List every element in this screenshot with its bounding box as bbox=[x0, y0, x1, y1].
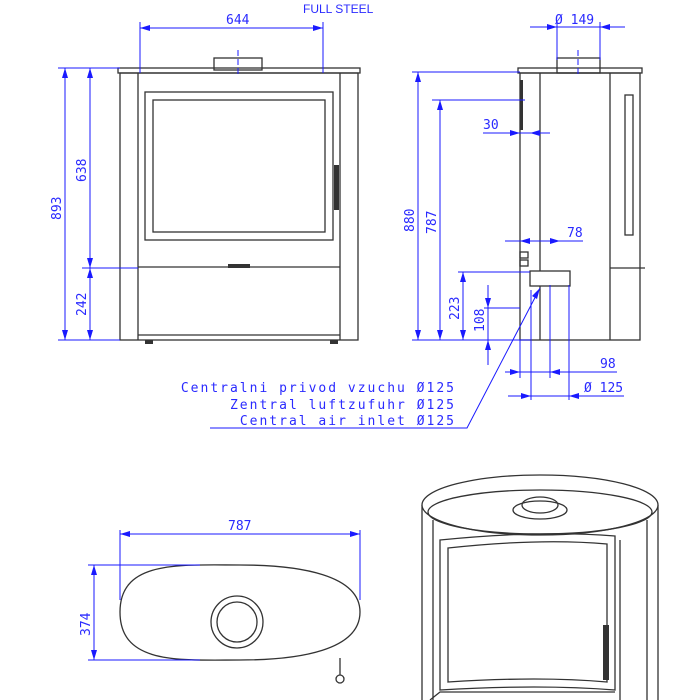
dim-height-lower: 242 bbox=[75, 293, 90, 316]
air-inlet-label-de: Zentral luftzufuhr Ø125 bbox=[230, 398, 456, 413]
dim-flue-axis-height: 787 bbox=[425, 211, 440, 234]
dim-inlet-axis-height: 108 bbox=[473, 309, 488, 332]
dim-height-total: 880 bbox=[403, 209, 418, 232]
dim-inlet-offset: 78 bbox=[567, 226, 583, 241]
front-view bbox=[117, 50, 361, 344]
drawing-title: FULL STEEL bbox=[303, 2, 374, 16]
front-dimensions: 644 893 638 242 bbox=[50, 13, 324, 341]
air-inlet-label-en: Central air inlet Ø125 bbox=[240, 414, 456, 429]
air-inlet-note: Centralni privod vzuchu Ø125 Zentral luf… bbox=[181, 381, 456, 429]
side-dimensions: Ø 149 880 787 30 78 223 108 98 Ø 125 bbox=[210, 13, 625, 429]
side-view bbox=[517, 50, 645, 341]
top-view: 787 374 bbox=[79, 519, 361, 684]
perspective-view bbox=[421, 474, 659, 700]
air-inlet-label-cz: Centralni privod vzuchu Ø125 bbox=[181, 381, 456, 396]
dim-flue-offset: 30 bbox=[483, 118, 499, 133]
dim-top-width: 787 bbox=[228, 519, 251, 534]
dim-height-total: 893 bbox=[50, 197, 65, 220]
dim-inlet-height: 223 bbox=[448, 297, 463, 320]
dim-width: 644 bbox=[226, 13, 250, 28]
dim-top-depth: 374 bbox=[79, 612, 94, 636]
dim-inlet-diameter: Ø 125 bbox=[584, 381, 623, 396]
dim-flue-diameter: Ø 149 bbox=[555, 13, 594, 28]
dim-height-upper: 638 bbox=[75, 159, 90, 182]
dim-inlet-back-offset: 98 bbox=[600, 357, 616, 372]
